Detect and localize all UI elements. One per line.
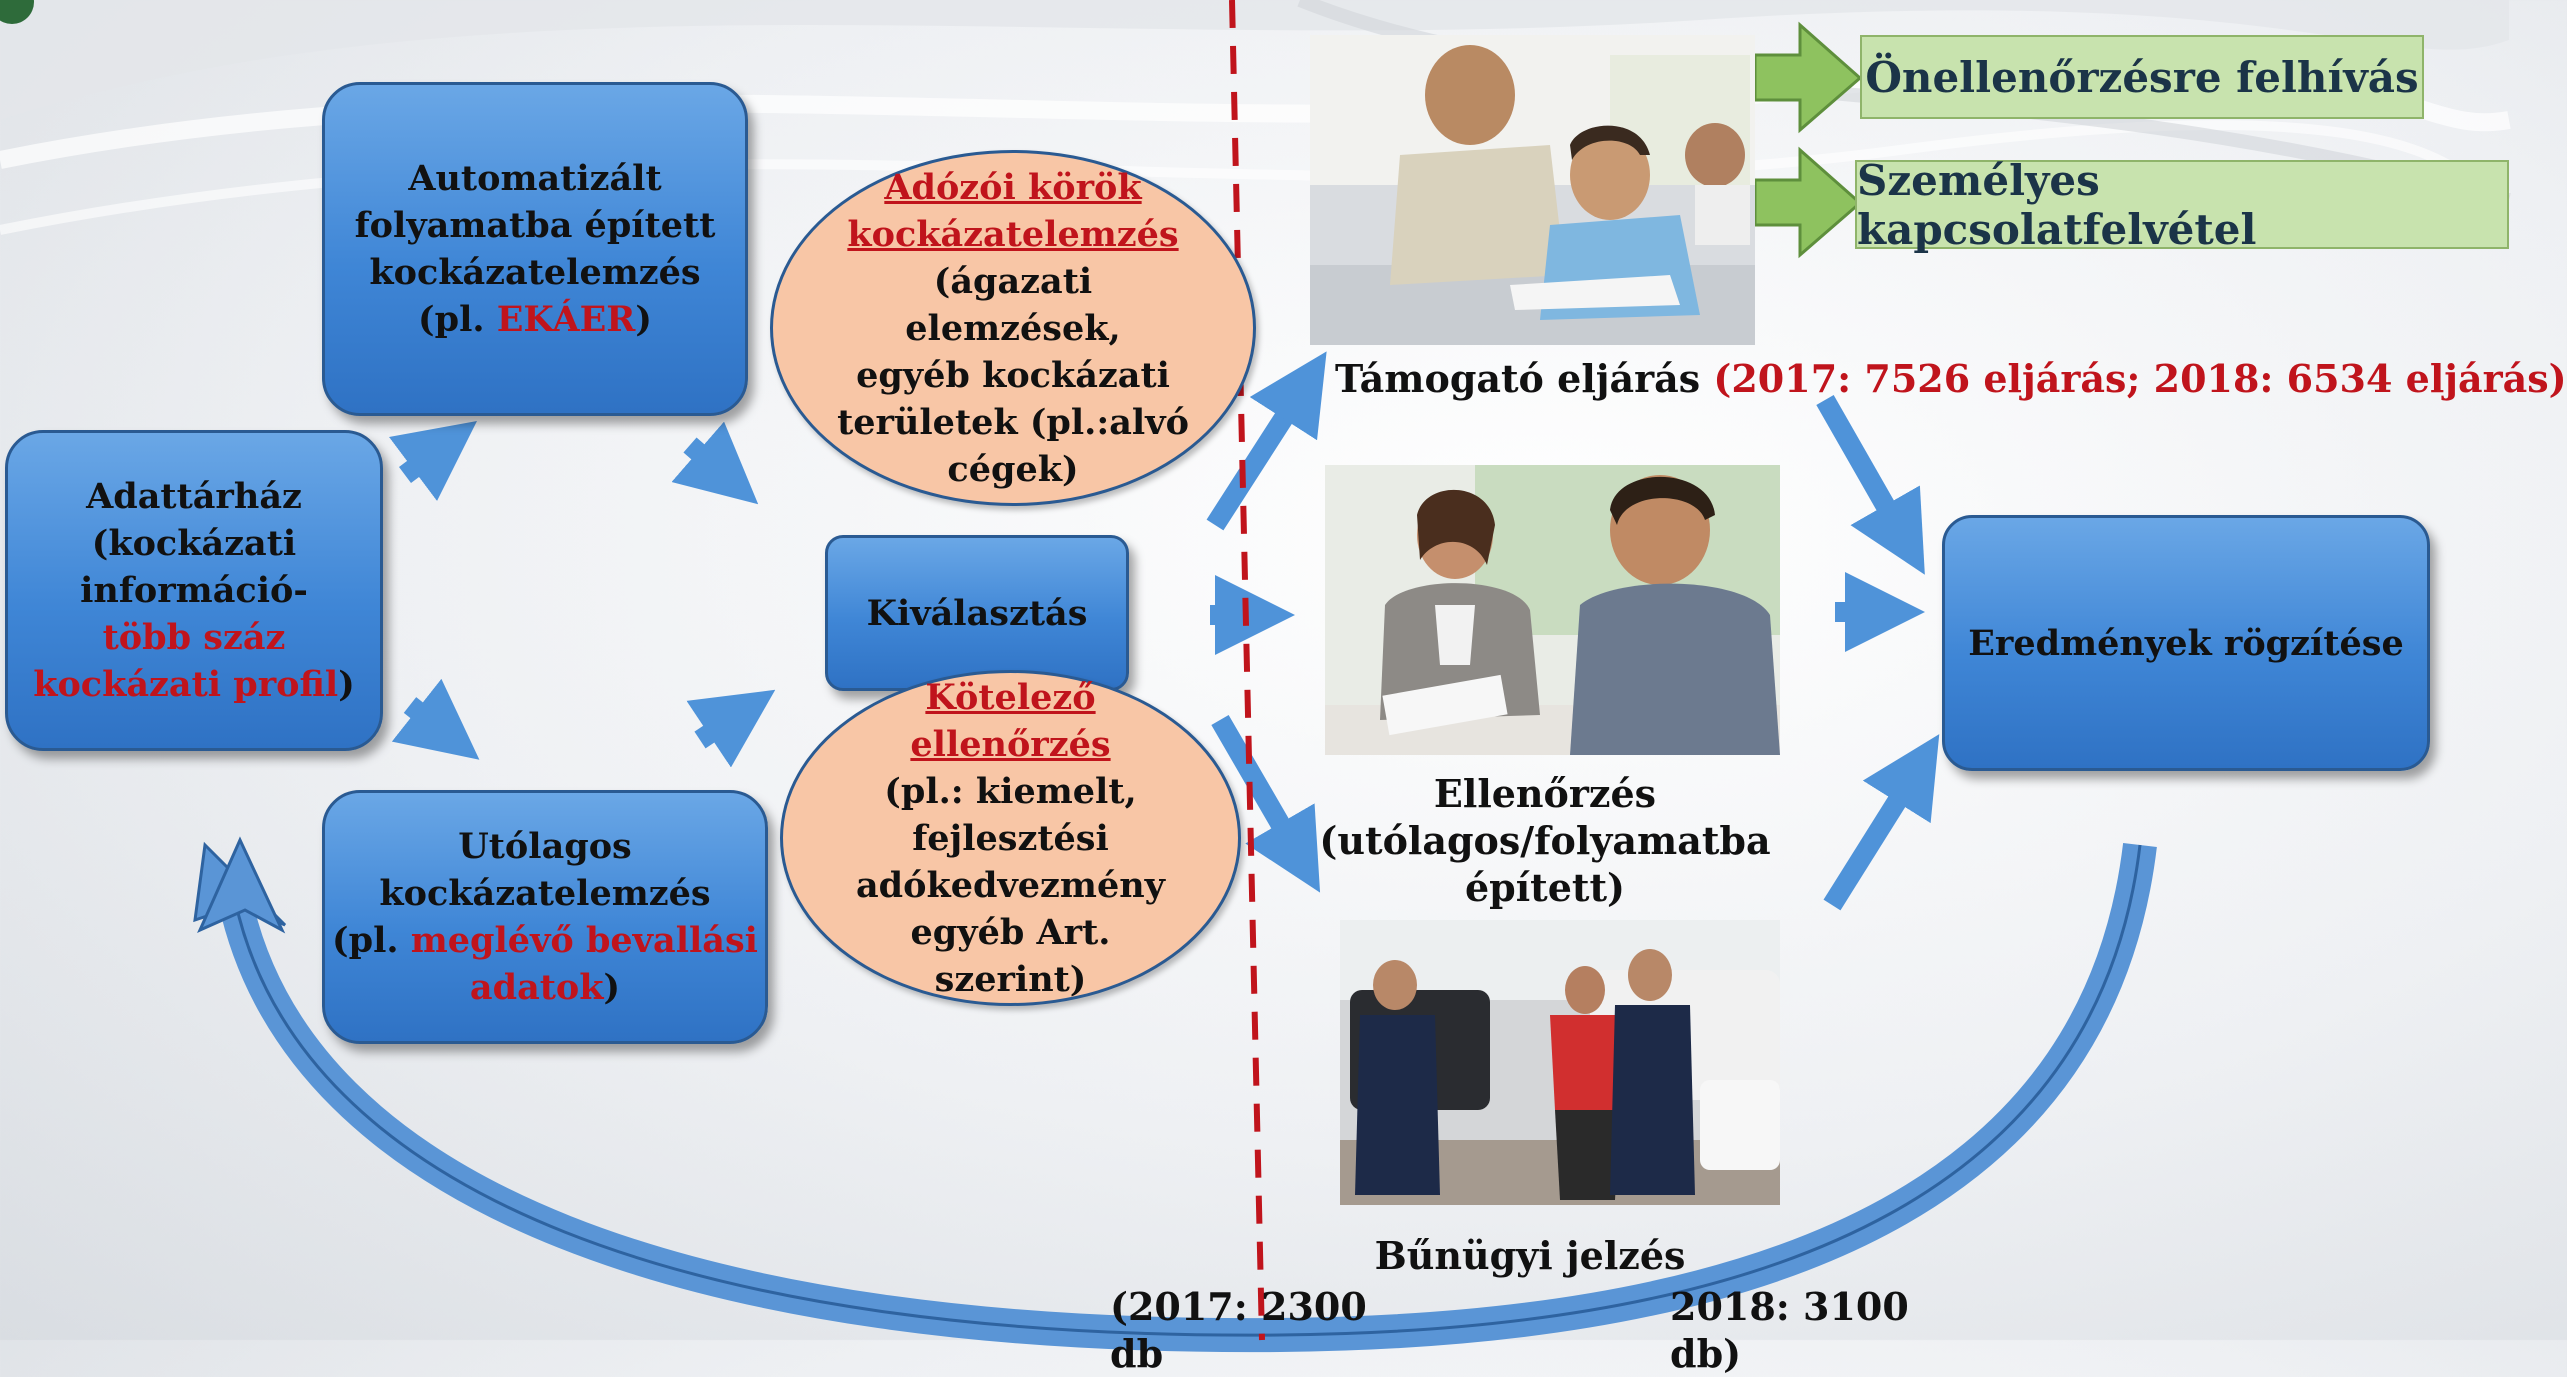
auto-risk-box: Automatizált folyamatba épített kockázat… <box>322 82 748 416</box>
arrow-to-utolagos <box>391 678 480 760</box>
green-arrow-top <box>1753 21 1863 134</box>
results-box: Eredmények rögzítése <box>1942 515 2430 771</box>
business-meeting-photo <box>1325 465 1780 755</box>
support-procedure-label: Támogató eljárás (2017: 7526 eljárás; 20… <box>1335 356 2567 401</box>
arrow-support-to-results <box>1816 395 1925 575</box>
teacher-and-child-photo <box>1310 35 1755 345</box>
police-arrest-photo <box>1340 920 1780 1205</box>
support-procedure-stats: (2017: 7526 eljárás; 2018: 6534 eljárás) <box>1713 356 2567 401</box>
arrow-select-to-criminal <box>1211 714 1321 893</box>
personal-contact-box: Személyes kapcsolatfelvétel <box>1855 156 2509 254</box>
post-risk-box: Utólagos kockázatelemzés (pl. meglévő be… <box>322 790 768 1044</box>
taxpayer-risk-oval: Adózói körök kockázatelemzés (ágazati el… <box>770 150 1256 506</box>
arrow-criminal-to-results <box>1823 734 1940 911</box>
arrow-select-to-support <box>1206 351 1327 531</box>
arrow-to-auto <box>389 421 477 501</box>
arrow-auto-to-select <box>671 421 759 505</box>
ekaer-text: EKÁER <box>496 299 636 340</box>
criminal-stat-2018: 2018: 3100 db) <box>1670 1284 1909 1376</box>
green-arrow-bottom <box>1753 146 1863 259</box>
arrow-utolagos-to-select <box>686 689 776 768</box>
arrows-layer <box>193 0 2157 1353</box>
audit-label: Ellenőrzés (utólagos/folyamatba épített) <box>1319 771 1771 910</box>
criminal-stat-2017: (2017: 2300 db <box>1110 1284 1367 1376</box>
selection-box: Kiválasztás <box>825 535 1129 691</box>
mandatory-audit-oval: Kötelező ellenőrzés (pl.: kiemelt, fejle… <box>780 670 1241 1006</box>
red-dashed-divider <box>1229 0 1265 1341</box>
self-check-box: Önellenőrzésre felhívás <box>1860 35 2424 119</box>
data-warehouse-box: Adattárház (kockázati információ- több s… <box>5 430 383 751</box>
criminal-report-label: Bűnügyi jelzés <box>1374 1233 1686 1278</box>
